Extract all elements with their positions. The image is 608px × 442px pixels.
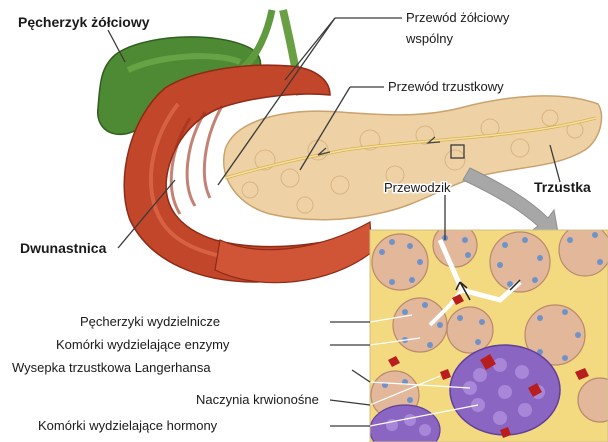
label-common-bile-duct-line1: Przewód żółciowy: [406, 10, 510, 25]
label-acini: Pęcherzyki wydzielnicze: [80, 314, 220, 329]
label-pancreas: Trzustka: [534, 179, 591, 195]
label-hormone-cells: Komórki wydzielające hormony: [38, 418, 218, 433]
magnified-tissue-panel: [370, 223, 608, 442]
label-ductule: Przewodzik: [384, 180, 451, 195]
label-enzyme-cells: Komórki wydzielające enzymy: [56, 337, 230, 352]
label-pancreatic-duct: Przewód trzustkowy: [388, 79, 504, 94]
label-islet: Wysepka trzustkowa Langerhansa: [12, 360, 211, 375]
label-blood-vessels: Naczynia krwionośne: [196, 392, 319, 407]
label-gallbladder: Pęcherzyk żółciowy: [18, 14, 150, 30]
label-common-bile-duct-line2: wspólny: [405, 31, 453, 46]
label-duodenum: Dwunastnica: [20, 240, 107, 256]
